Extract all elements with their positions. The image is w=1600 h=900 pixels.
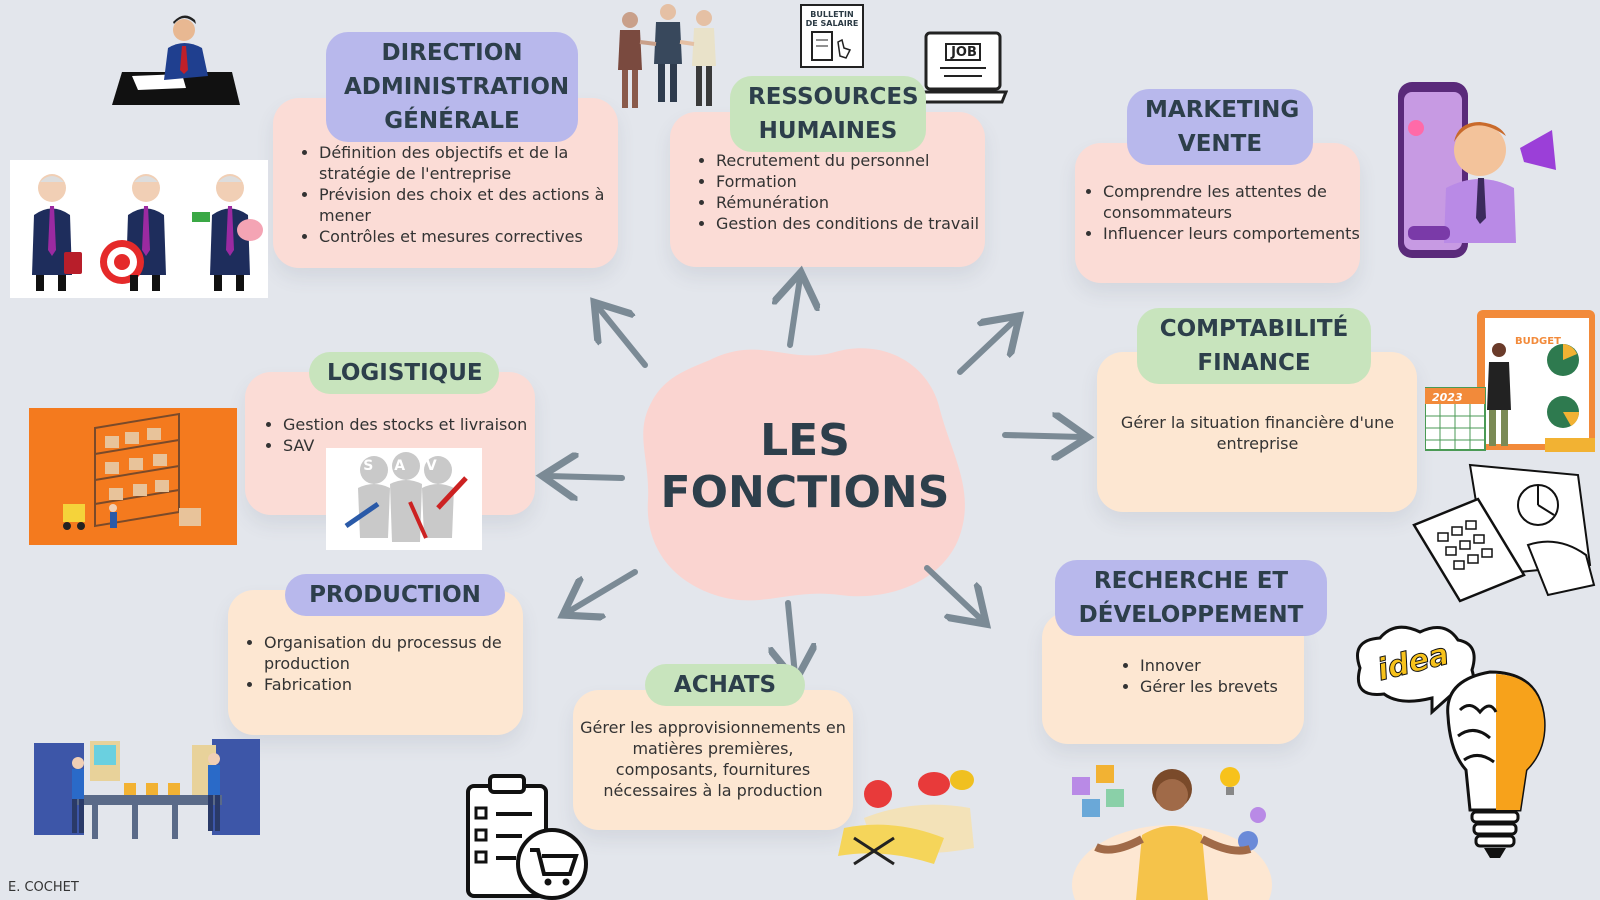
woman-innovation-icon	[1072, 765, 1272, 900]
list-item: Fabrication	[264, 674, 534, 695]
achats-tag: ACHATS	[645, 664, 805, 706]
compta-text: Gérer la situation financière d'une entr…	[1120, 413, 1395, 453]
center-title-line1: LES	[760, 415, 850, 466]
rd-title-line: RECHERCHE ET	[1093, 568, 1289, 594]
list-item: Recrutement du personnel	[716, 150, 1001, 171]
warehouse-illustration	[29, 408, 237, 545]
arrow-achats	[788, 600, 795, 675]
compta-tag: COMPTABILITÉ FINANCE	[1137, 308, 1371, 384]
direction-title-line: GÉNÉRALE	[384, 108, 520, 134]
list-item: Rémunération	[716, 192, 1001, 213]
list-item: Formation	[716, 171, 1001, 192]
center-blob	[643, 348, 965, 601]
laptop-job-icon	[918, 31, 1008, 104]
rd-list: Innover Gérer les brevets	[1120, 655, 1310, 697]
clipboard-cart-icon	[466, 774, 588, 900]
budget-calendar-icon	[1425, 310, 1595, 452]
arrow-rh	[790, 278, 800, 348]
center-title-line2: FONCTIONS	[660, 467, 950, 518]
compta-title-line: COMPTABILITÉ	[1159, 316, 1349, 342]
list-item: Gestion des conditions de travail	[716, 213, 1001, 234]
rd-title-line: DÉVELOPPEMENT	[1078, 602, 1304, 628]
direction-list: Définition des objectifs et de la straté…	[299, 142, 619, 247]
arrow-logistique	[548, 476, 625, 478]
rh-list: Recrutement du personnel Formation Rémun…	[696, 150, 1001, 234]
achats-text: Gérer les approvisionnements en matières…	[580, 718, 846, 800]
list-item: Gérer les brevets	[1140, 676, 1310, 697]
marketing-title-line: MARKETING	[1145, 97, 1300, 123]
logistique-tag: LOGISTIQUE	[309, 352, 499, 394]
production-title-line: PRODUCTION	[309, 582, 481, 608]
author-credit: E. COCHET	[8, 880, 79, 895]
list-item: Gestion des stocks et livraison	[283, 414, 553, 435]
direction-tag: DIRECTION ADMINISTRATION GÉNÉRALE	[326, 32, 578, 142]
rd-tag: RECHERCHE ET DÉVELOPPEMENT	[1055, 560, 1327, 636]
rh-title-line: RESSOURCES	[748, 84, 919, 110]
handshake-people-icon	[618, 4, 716, 108]
marketing-tag: MARKETING VENTE	[1127, 89, 1313, 165]
production-list: Organisation du processus de production …	[244, 632, 534, 695]
marketing-list: Comprendre les attentes de consommateurs…	[1083, 181, 1378, 244]
budget-label: BUDGET	[1515, 336, 1561, 347]
arrow-marketing	[957, 320, 1015, 375]
idea-lightbulb-icon	[1356, 625, 1546, 858]
direction-title-line: ADMINISTRATION	[344, 74, 570, 100]
list-item: Définition des objectifs et de la straté…	[319, 142, 619, 184]
list-item: SAV	[283, 435, 553, 456]
list-item: Contrôles et mesures correctives	[319, 226, 619, 247]
businessman-signing-icon	[112, 15, 240, 105]
logistique-title-line: LOGISTIQUE	[327, 360, 483, 386]
rh-tag: RESSOURCES HUMAINES	[730, 76, 926, 152]
managers-illustration	[10, 160, 268, 298]
marketing-card	[1075, 143, 1360, 283]
list-item: Innover	[1140, 655, 1310, 676]
arrow-compta	[1002, 435, 1082, 437]
list-item: Prévision des choix et des actions à men…	[319, 184, 619, 226]
year-label: 2023	[1432, 391, 1463, 404]
list-item: Comprendre les attentes de consommateurs	[1103, 181, 1378, 223]
center-title: LES FONCTIONS	[650, 415, 960, 519]
compta-title-line: FINANCE	[1197, 350, 1311, 376]
logistique-list: Gestion des stocks et livraison SAV	[263, 414, 553, 456]
sav-label: S A V	[363, 458, 445, 474]
arrow-production	[568, 569, 638, 612]
payslip-icon: BULLETIN DE SALAIRE	[800, 4, 864, 68]
rh-title-line: HUMAINES	[758, 118, 898, 144]
arrow-rd	[924, 565, 982, 620]
laptop-job-label: JOB	[951, 45, 977, 60]
achats-title-line: ACHATS	[673, 672, 777, 698]
sav-illustration	[326, 448, 482, 550]
payslip-label: BULLETIN DE SALAIRE	[805, 10, 859, 28]
calculator-sketch-icon	[1412, 463, 1596, 603]
sewing-materials-icon	[838, 770, 974, 866]
marketing-title-line: VENTE	[1177, 131, 1263, 157]
smartphone-influencer-icon	[1398, 82, 1556, 258]
direction-title-line: DIRECTION	[381, 40, 523, 66]
achats-card	[573, 690, 853, 830]
arrow-direction	[598, 307, 648, 368]
list-item: Influencer leurs comportements	[1103, 223, 1378, 244]
production-tag: PRODUCTION	[285, 574, 505, 616]
list-item: Organisation du processus de production	[264, 632, 534, 674]
factory-production-icon	[34, 739, 260, 839]
